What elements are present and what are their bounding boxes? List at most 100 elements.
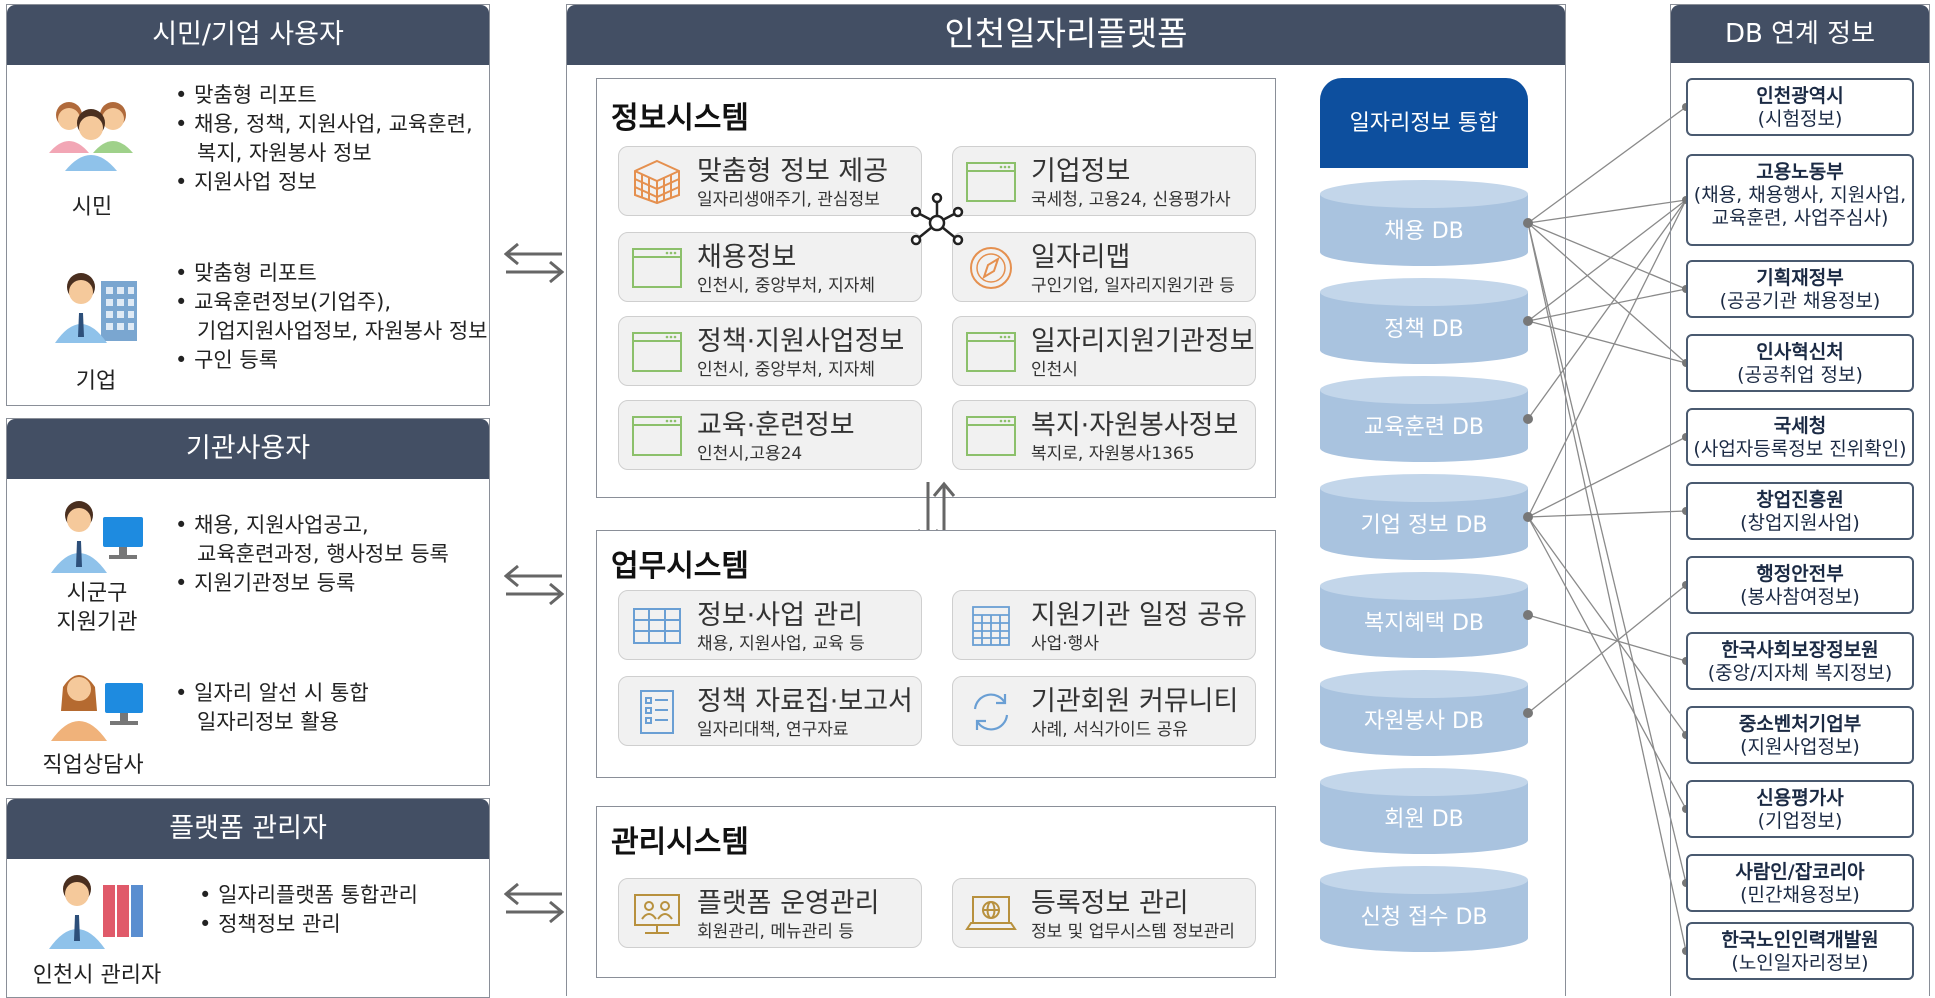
database-cylinder[interactable]: 복지혜택 DB [1320, 572, 1528, 658]
card-title: 플랫폼 운영관리 [697, 888, 880, 919]
source-detail: (중앙/지자체 복지정보) [1707, 662, 1893, 684]
external-source-box[interactable]: 창업진흥원(창업지원사업) [1686, 482, 1914, 540]
database-label: 교육훈련 DB [1364, 415, 1484, 440]
list-item: 지원기관정보 등록 [175, 569, 491, 598]
mgmt-card[interactable]: 플랫폼 운영관리 회원관리, 메뉴관리 등 [618, 878, 922, 948]
external-source-box[interactable]: 중소벤처기업부(지원사업정보) [1686, 706, 1914, 764]
work-card[interactable]: 지원기관 일정 공유 사업·행사 [952, 590, 1256, 660]
external-source-box[interactable]: 신용평가사(기업정보) [1686, 780, 1914, 838]
connection-node [1523, 218, 1533, 228]
info-card[interactable]: 교육·훈련정보 인천시,고용24 [618, 400, 922, 470]
mgmt-card[interactable]: 등록정보 관리 정보 및 업무시스템 정보관리 [952, 878, 1256, 948]
card-subtitle: 사례, 서식가이드 공유 [1031, 720, 1188, 740]
presentation-icon [631, 891, 683, 937]
company-items: 맞춤형 리포트 교육훈련정보(기업주), 기업지원사업정보, 자원봉사 정보 구… [175, 259, 491, 375]
list-item: 기업지원사업정보, 자원봉사 정보 [197, 319, 488, 343]
source-name: 행정안전부 [1756, 563, 1844, 585]
calendar-icon [965, 603, 1017, 649]
connection-node [1523, 610, 1533, 620]
bidirectional-arrow-icon [503, 880, 565, 924]
source-name: 인사혁신처 [1756, 341, 1844, 363]
info-card[interactable]: 기업정보 국세청, 고용24, 신용평가사 [952, 146, 1256, 216]
connection-line [1527, 222, 1687, 952]
panel-title: 기관사용자 [7, 419, 489, 479]
info-card[interactable]: 복지·자원봉사정보 복지로, 자원봉사1365 [952, 400, 1256, 470]
bidirectional-arrow-icon [503, 240, 565, 284]
external-source-box[interactable]: 행정안전부(봉사참여정보) [1686, 556, 1914, 614]
connection-line [1527, 199, 1687, 518]
laptop-globe-icon [965, 891, 1017, 937]
network-hub-icon [904, 190, 970, 256]
agency-person-icon [47, 497, 147, 577]
card-title: 등록정보 관리 [1031, 888, 1189, 919]
card-title: 일자리맵 [1031, 242, 1131, 273]
info-card[interactable]: 채용정보 인천시, 중앙부처, 지자체 [618, 232, 922, 302]
info-card[interactable]: 일자리지원기관정보 인천시 [952, 316, 1256, 386]
database-cylinder[interactable]: 신청 접수 DB [1320, 866, 1528, 952]
agency-label-line: 시군구 [66, 581, 128, 606]
list-item: 일자리 알선 시 통합 [175, 679, 491, 708]
info-card[interactable]: 정책·지원사업정보 인천시, 중앙부처, 지자체 [618, 316, 922, 386]
source-name: 기획재정부 [1756, 267, 1844, 289]
connection-line [1527, 516, 1687, 736]
list-item: 일자리플랫폼 통합관리 [199, 881, 489, 910]
connection-line [1527, 320, 1687, 364]
list-item: 맞춤형 리포트 [175, 259, 491, 288]
info-card[interactable]: 일자리맵 구인기업, 일자리지원기관 등 [952, 232, 1256, 302]
agency-items: 채용, 지원사업공고, 교육훈련과정, 행사정보 등록 지원기관정보 등록 [175, 511, 491, 598]
work-card[interactable]: 기관회원 커뮤니티 사례, 서식가이드 공유 [952, 676, 1256, 746]
admin-items: 일자리플랫폼 통합관리 정책정보 관리 [199, 881, 489, 939]
source-name: 한국노인인력개발원 [1721, 929, 1879, 951]
db-link-title: DB 연계 정보 [1671, 5, 1929, 63]
card-title: 지원기관 일정 공유 [1031, 600, 1247, 631]
external-source-box[interactable]: 인천광역시(시험정보) [1686, 78, 1914, 136]
cube-icon [631, 159, 683, 205]
database-cylinder[interactable]: 교육훈련 DB [1320, 376, 1528, 462]
refresh-icon [965, 689, 1017, 735]
card-subtitle: 회원관리, 메뉴관리 등 [697, 922, 854, 942]
connection-line [1527, 222, 1687, 290]
source-detail: 교육훈련, 사업주심사) [1711, 207, 1889, 229]
agency-panel: 기관사용자 시군구 지원기관 채용, 지원사업공고, 교육훈련과정, 행사정보 … [6, 418, 490, 786]
panel-title: 시민/기업 사용자 [7, 5, 489, 65]
card-title: 기관회원 커뮤니티 [1031, 686, 1239, 717]
external-source-box[interactable]: 국세청(사업자등록정보 진위확인) [1686, 408, 1914, 466]
admin-panel: 플랫폼 관리자 인천시 관리자 일자리플랫폼 통합관리 정책정보 관리 [6, 798, 490, 998]
database-cylinder[interactable]: 회원 DB [1320, 768, 1528, 854]
database-cylinder[interactable]: 자원봉사 DB [1320, 670, 1528, 756]
list-item: 맞춤형 리포트 [175, 81, 485, 110]
card-title: 복지·자원봉사정보 [1031, 410, 1239, 441]
counselor-items: 일자리 알선 시 통합 일자리정보 활용 [175, 679, 491, 737]
database-cylinder[interactable]: 채용 DB [1320, 180, 1528, 266]
source-detail: (공공기관 채용정보) [1719, 290, 1881, 312]
agency-label-line: 지원기관 [56, 610, 138, 635]
external-source-box[interactable]: 인사혁신처(공공취업 정보) [1686, 334, 1914, 392]
external-source-box[interactable]: 한국노인인력개발원(노인일자리정보) [1686, 922, 1914, 980]
list-item: 채용, 정책, 지원사업, 교육훈련, [175, 110, 485, 139]
citizen-group-icon [43, 93, 139, 177]
external-source-box[interactable]: 기획재정부(공공기관 채용정보) [1686, 260, 1914, 318]
card-subtitle: 일자리생애주기, 관심정보 [697, 190, 880, 210]
work-card[interactable]: 정책 자료집·보고서 일자리대책, 연구자료 [618, 676, 922, 746]
database-label: 신청 접수 DB [1360, 905, 1488, 930]
connection-line [1527, 436, 1687, 518]
card-subtitle: 정보 및 업무시스템 정보관리 [1031, 922, 1235, 942]
card-subtitle: 복지로, 자원봉사1365 [1031, 444, 1195, 464]
info-card[interactable]: 맞춤형 정보 제공 일자리생애주기, 관심정보 [618, 146, 922, 216]
external-source-box[interactable]: 한국사회보장정보원(중앙/지자체 복지정보) [1686, 632, 1914, 690]
external-source-box[interactable]: 사람인/잡코리아(민간채용정보) [1686, 854, 1914, 912]
database-cylinder[interactable]: 정책 DB [1320, 278, 1528, 364]
platform-panel: 인천일자리플랫폼 [566, 4, 1566, 996]
connection-line [1527, 584, 1687, 714]
window-icon [631, 245, 683, 291]
card-title: 정책 자료집·보고서 [697, 686, 913, 717]
list-item: 채용, 지원사업공고, [175, 511, 491, 540]
database-cylinder[interactable]: 기업 정보 DB [1320, 474, 1528, 560]
connection-line [1527, 199, 1687, 224]
work-card[interactable]: 정보·사업 관리 채용, 지원사업, 교육 등 [618, 590, 922, 660]
card-subtitle: 국세청, 고용24, 신용평가사 [1031, 190, 1231, 210]
external-source-box[interactable]: 고용노동부(채용, 채용행사, 지원사업,교육훈련, 사업주심사) [1686, 154, 1914, 246]
connection-line [1527, 222, 1687, 884]
connection-line [1527, 106, 1687, 224]
